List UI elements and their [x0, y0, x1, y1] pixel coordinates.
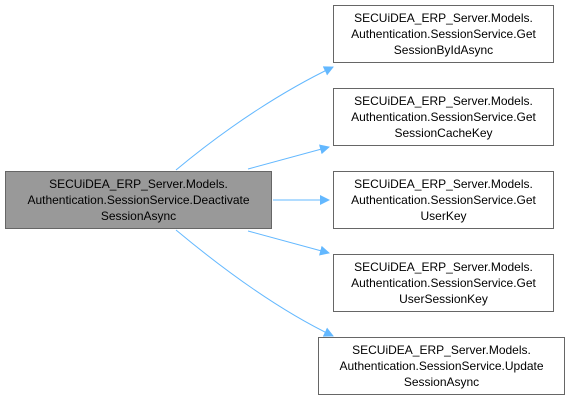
node-get-session-by-id-async[interactable]: SECUiDEA_ERP_Server.Models. Authenticati… — [333, 5, 554, 63]
node-get-user-session-key[interactable]: SECUiDEA_ERP_Server.Models. Authenticati… — [333, 254, 554, 312]
node-get-user-key[interactable]: SECUiDEA_ERP_Server.Models. Authenticati… — [333, 171, 554, 229]
node-label-line: SessionAsync — [100, 209, 177, 223]
node-update-session-async[interactable]: SECUiDEA_ERP_Server.Models. Authenticati… — [318, 337, 565, 395]
node-label-line: Authentication.SessionService.Update — [339, 359, 544, 373]
node-label-line: Authentication.SessionService.Get — [351, 193, 536, 207]
node-deactivate-session-async[interactable]: SECUiDEA_ERP_Server.Models. Authenticati… — [5, 171, 272, 229]
edge-to-get-session-by-id-async — [175, 66, 334, 171]
node-label-line: SECUiDEA_ERP_Server.Models. — [354, 94, 533, 108]
node-label-line: Authentication.SessionService.Deactivate — [27, 193, 250, 207]
node-label-line: SECUiDEA_ERP_Server.Models. — [354, 260, 533, 274]
edge-to-update-session-async — [175, 229, 334, 337]
edge-to-get-session-cache-key — [247, 144, 330, 170]
node-label-line: SessionByIdAsync — [393, 43, 494, 57]
node-label-line: SECUiDEA_ERP_Server.Models. — [354, 11, 533, 25]
node-label-line: SECUiDEA_ERP_Server.Models. — [354, 177, 533, 191]
node-label-line: SECUiDEA_ERP_Server.Models. — [352, 343, 531, 357]
node-label-line: SessionAsync — [403, 375, 480, 389]
edge-to-get-user-session-key — [247, 230, 330, 256]
node-label-line: SECUiDEA_ERP_Server.Models. — [49, 177, 228, 191]
node-label-line: Authentication.SessionService.Get — [351, 276, 536, 290]
node-get-session-cache-key[interactable]: SECUiDEA_ERP_Server.Models. Authenticati… — [333, 88, 554, 146]
node-label-line: UserSessionKey — [399, 292, 488, 306]
node-label-line: Authentication.SessionService.Get — [351, 110, 536, 124]
node-label-line: UserKey — [420, 209, 467, 223]
node-label-line: SessionCacheKey — [394, 126, 493, 140]
node-label-line: Authentication.SessionService.Get — [351, 27, 536, 41]
